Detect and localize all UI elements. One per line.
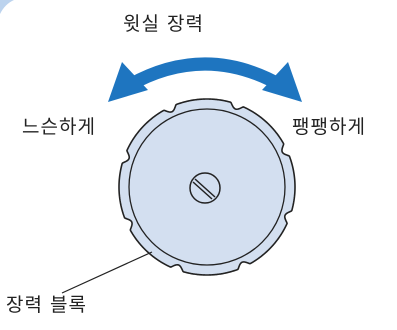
slotted-screw-icon	[189, 172, 221, 204]
double-headed-arrow-icon	[108, 57, 302, 102]
thread-tension-label: 윗실 장력	[123, 13, 204, 35]
tension-dial	[118, 98, 296, 276]
leader-line	[61, 251, 153, 294]
tighten-label: 팽팽하게	[292, 116, 366, 138]
loosen-label: 느슨하게	[22, 116, 96, 138]
tension-block-label: 장력 블록	[6, 294, 87, 316]
dial-inner-ring	[128, 108, 286, 266]
corner-accent	[0, 0, 14, 14]
